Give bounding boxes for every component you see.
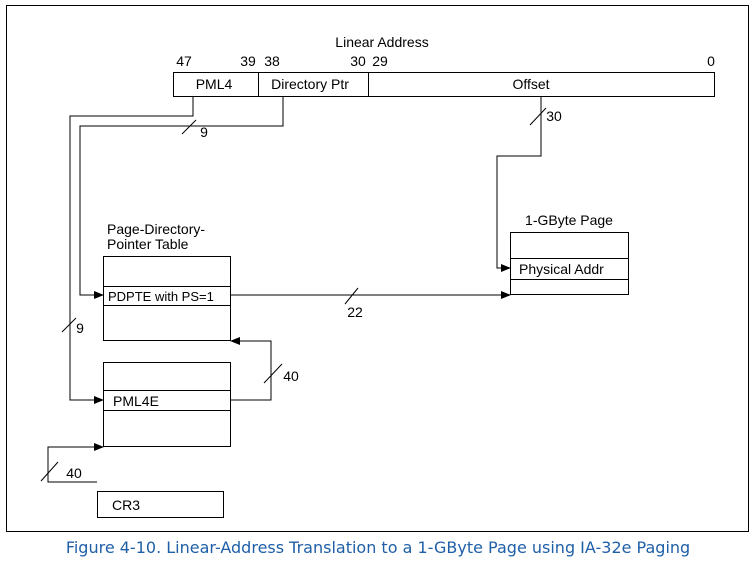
gbyte-page	[510, 232, 629, 295]
pml4e-entry-label: PML4E	[113, 393, 159, 409]
width-slash	[181, 119, 197, 135]
pml4-width-label: 9	[76, 320, 84, 336]
pml4-field-label: PML4	[196, 76, 233, 92]
bit-30-label: 30	[350, 53, 366, 69]
directory-ptr-width-label: 9	[200, 124, 208, 140]
width-slash	[61, 317, 77, 333]
bit-38-label: 38	[264, 53, 280, 69]
bit-39-label: 39	[240, 53, 256, 69]
cr3-width-label: 40	[66, 465, 82, 481]
cr3-register	[97, 491, 224, 518]
width-slash	[40, 461, 59, 482]
linear-address-box	[173, 72, 715, 97]
paging-diagram: Linear Address 47 39 38 30 29 0 PML4 Dir…	[6, 5, 749, 532]
cr3-label: CR3	[112, 497, 140, 513]
width-slash	[263, 363, 283, 384]
pml4e-to-pdpt-arrow	[230, 337, 272, 401]
width-slash	[529, 107, 547, 126]
physical-addr-label: Physical Addr	[519, 261, 604, 277]
linear-address-title: Linear Address	[335, 34, 428, 50]
pml4-index-arrow	[69, 97, 194, 404]
directory-ptr-field-label: Directory Ptr	[271, 76, 349, 92]
pml4-table	[103, 362, 231, 447]
bit-47-label: 47	[176, 53, 192, 69]
page-title: 1-GByte Page	[525, 212, 613, 228]
figure-frame	[6, 5, 749, 532]
directory-ptr-index-arrow	[79, 97, 284, 299]
bit-29-label: 29	[372, 53, 388, 69]
pdpt-title-line2: Pointer Table	[107, 236, 189, 252]
bit-0-label: 0	[707, 53, 715, 69]
width-slash	[344, 287, 359, 305]
offset-field-label: Offset	[512, 76, 549, 92]
pdpt-table	[103, 256, 231, 341]
offset-width-label: 30	[546, 108, 562, 124]
pml4e-width-label: 40	[283, 368, 299, 384]
figure-caption: Figure 4-10. Linear-Address Translation …	[65, 538, 691, 557]
pdpte-entry-label: PDPTE with PS=1	[108, 289, 214, 304]
cr3-to-pml4-arrow	[47, 443, 104, 483]
pdpte-width-label: 22	[347, 304, 363, 320]
offset-arrow	[496, 97, 542, 272]
pdpt-title: Page-Directory-	[107, 221, 205, 237]
